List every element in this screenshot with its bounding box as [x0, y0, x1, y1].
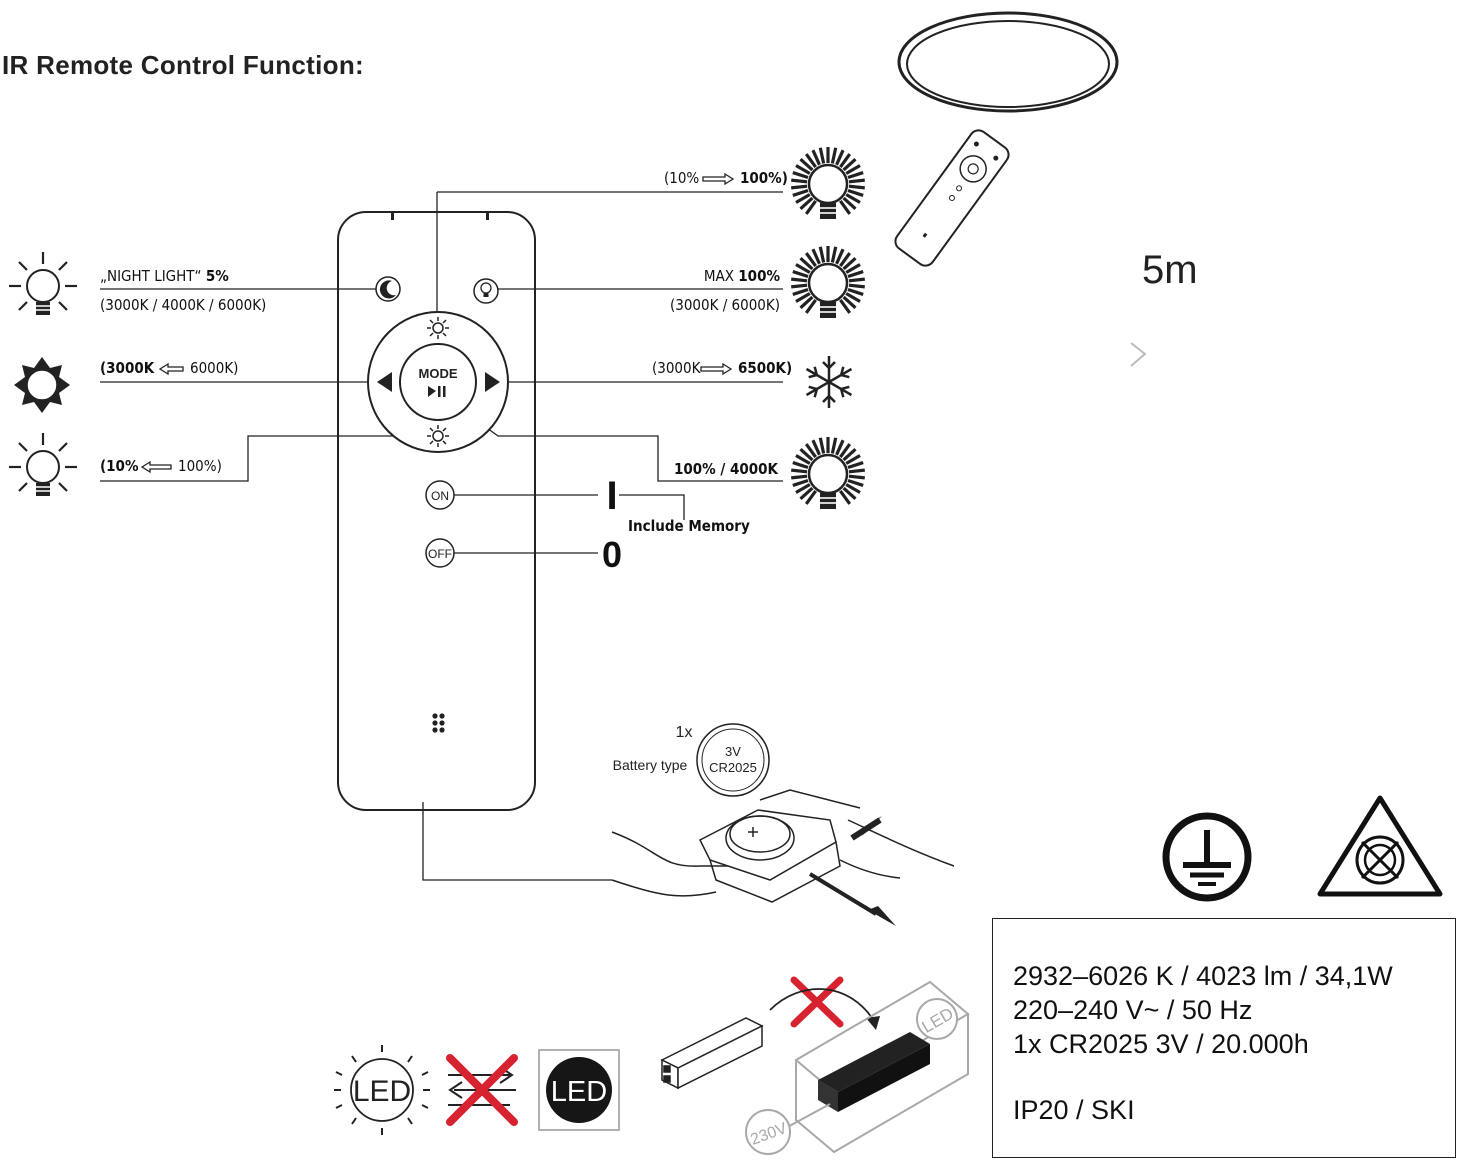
- warmer-label-end: 6000K): [190, 359, 238, 377]
- preset-bulb-icon: [789, 435, 867, 511]
- on-button-label: ON: [431, 489, 449, 503]
- arrowhead-icon: [866, 1016, 880, 1030]
- dim-label-start: (10%: [100, 457, 139, 475]
- arrow-left-icon: [140, 460, 172, 474]
- mode-label: MODE: [419, 366, 458, 381]
- spec-ip-rating: IP20 / SKI: [1013, 1095, 1135, 1125]
- protective-earth-icon: [1162, 812, 1252, 902]
- max-cct-label: (3000K / 6000K): [670, 296, 780, 314]
- brightness-down-button[interactable]: [427, 425, 449, 447]
- brightness-up-button[interactable]: [427, 317, 449, 339]
- warm-white-sun-icon: [14, 357, 70, 413]
- battery-voltage: 3V: [725, 744, 741, 759]
- arrow-left-button[interactable]: [377, 372, 392, 392]
- bright-bulb-icon: [789, 145, 867, 221]
- arrow-right-icon: [700, 362, 733, 376]
- coin-battery-icon: 3V CR2025: [696, 723, 770, 797]
- swap-arc-icon: [769, 988, 877, 1025]
- signal-arc-icon: [1130, 342, 1147, 367]
- max-label: MAX 100%: [704, 267, 781, 285]
- night-light-bulb-icon: [7, 250, 79, 317]
- preset-label: 100% / 4000K: [674, 460, 779, 478]
- battery-model: CR2025: [709, 760, 757, 775]
- max-light-button[interactable]: [473, 278, 499, 304]
- no-insulation-cover-icon: [1317, 795, 1443, 897]
- cooler-label-start: (3000K: [652, 359, 702, 377]
- spec-lines: 2932–6026 K / 4023 lm / 34,1W 220–240 V~…: [1013, 959, 1393, 1061]
- night-light-cct-label: (3000K / 4000K / 6000K): [100, 296, 266, 314]
- cross-mark-icon: [446, 1054, 518, 1126]
- warmer-label-start: (3000K: [100, 359, 155, 377]
- battery-tray-illustration: [611, 789, 955, 916]
- push-arrow-icon: [862, 816, 882, 836]
- ceiling-lamp-icon: [897, 11, 1119, 113]
- brighten-label-end: 100%): [740, 169, 788, 187]
- spec-line: 220–240 V~ / 50 Hz: [1013, 995, 1253, 1025]
- cooler-label-end: 6500K): [738, 359, 792, 377]
- spec-line: 1x CR2025 3V / 20.000h: [1013, 1029, 1309, 1059]
- small-remote-icon: [894, 129, 1010, 267]
- arrow-left-icon: [158, 362, 184, 376]
- led-label: LED: [353, 1075, 411, 1108]
- arrow-right-button[interactable]: [485, 372, 500, 392]
- cross-mark-icon: [790, 976, 844, 1028]
- night-light-label: „NIGHT LIGHT“ 5%: [100, 267, 229, 285]
- led-light-source-icon: LED: [334, 1045, 430, 1135]
- driver-box-icon: [660, 1017, 764, 1090]
- led-module-label: LED: [551, 1076, 607, 1108]
- on-symbol: I: [606, 474, 617, 518]
- mode-button[interactable]: MODE: [419, 366, 458, 397]
- off-symbol: 0: [602, 534, 622, 575]
- play-pause-icon: [428, 386, 436, 397]
- on-button[interactable]: ON: [425, 480, 455, 510]
- off-button-label: OFF: [428, 547, 452, 561]
- page-title: IR Remote Control Function:: [2, 50, 364, 80]
- brighten-label-start: (10%: [664, 169, 699, 187]
- snowflake-icon: [805, 356, 853, 408]
- off-button[interactable]: OFF: [425, 538, 455, 568]
- spec-line: 2932–6026 K / 4023 lm / 34,1W: [1013, 961, 1393, 991]
- spec-box: 2932–6026 K / 4023 lm / 34,1W 220–240 V~…: [992, 918, 1456, 1158]
- dpad-ring: [367, 311, 509, 453]
- night-light-button[interactable]: [375, 276, 401, 302]
- dim-label-end: 100%): [178, 457, 222, 475]
- arrow-right-icon: [702, 172, 735, 186]
- memory-label: Include Memory: [628, 517, 750, 535]
- distance-label: 5m: [1142, 248, 1198, 292]
- max-bulb-icon: [789, 244, 867, 320]
- battery-type-label: Battery type: [613, 757, 688, 773]
- battery-count: 1x: [676, 724, 693, 741]
- led-module-icon: LED: [538, 1049, 620, 1131]
- pull-arrow-icon: [868, 906, 896, 926]
- ir-emitter-dots-icon: [432, 713, 445, 733]
- dim-bulb-icon: [7, 431, 79, 498]
- installed-driver-illustration: LED 230V: [745, 980, 970, 1155]
